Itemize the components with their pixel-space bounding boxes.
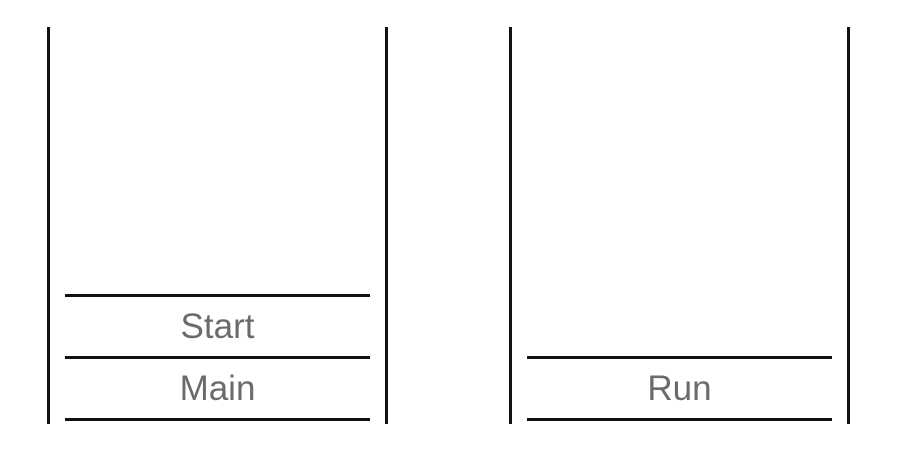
stack-base-line	[65, 418, 370, 421]
frame-label: Start	[180, 306, 255, 346]
call-stack-right: Run	[509, 27, 850, 424]
call-stack-left: Start Main	[47, 27, 388, 424]
stack-base-line	[527, 418, 832, 421]
frame-label: Main	[179, 368, 256, 408]
stack-frames: Run	[527, 356, 832, 421]
stack-frames: Start Main	[65, 294, 370, 421]
stack-frame: Run	[527, 356, 832, 418]
stack-frame: Start	[65, 294, 370, 356]
frame-label: Run	[647, 368, 712, 408]
stack-frame: Main	[65, 356, 370, 418]
